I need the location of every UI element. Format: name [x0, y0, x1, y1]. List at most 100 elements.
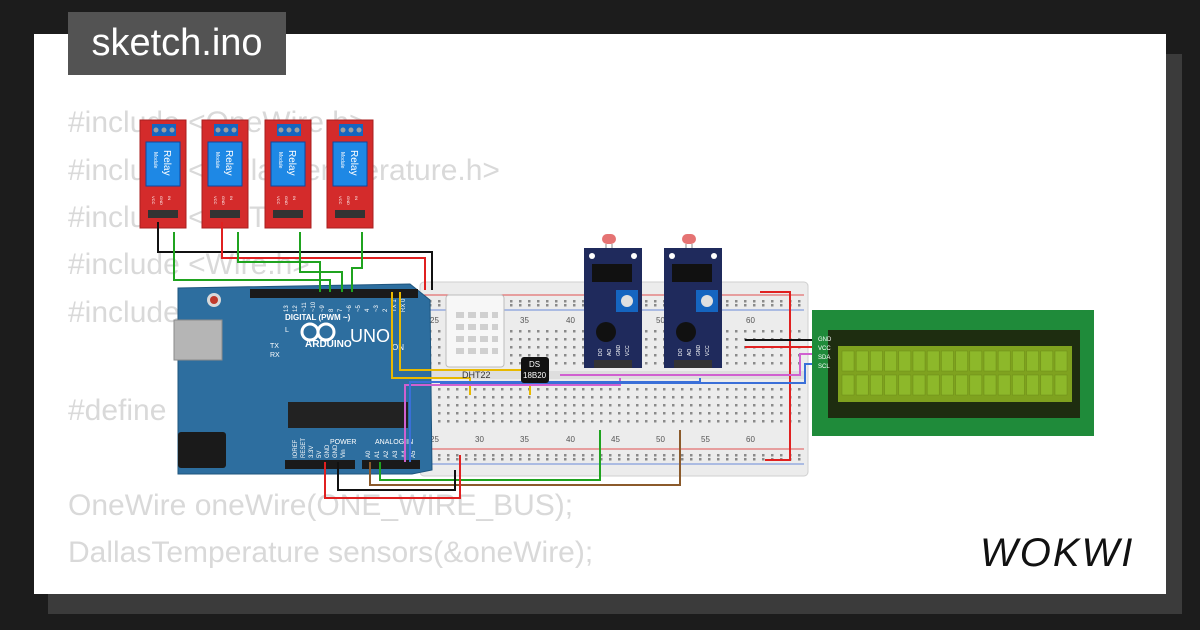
digital-pin-label: ~6 [347, 304, 353, 312]
relay-subtitle: Module [277, 152, 283, 169]
arduino-uno[interactable]: DIGITAL (PWM ~) ARDUINO UNO ON L TX RX P… [173, 283, 433, 475]
ldr-pin-label: AO [607, 349, 613, 356]
digital-pin-label: RX 0 [401, 298, 407, 312]
ldr-pin-label: DO [598, 348, 604, 356]
power-pin-label: 3.3V [309, 446, 315, 458]
power-pin-label: Vin [341, 449, 347, 458]
ldr-pin-label: VCC [625, 345, 631, 356]
wire-red [324, 455, 461, 499]
ldr-pin-label: DO [678, 348, 684, 356]
wire-green [237, 232, 321, 292]
digital-pin-label: ~11 [302, 302, 308, 312]
digital-pin-label: 7 [338, 308, 344, 312]
bb-col-bottom: 45 [611, 435, 620, 444]
l-label: L [285, 327, 289, 334]
arduino-logo [300, 322, 336, 342]
bb-col-bottom: 30 [475, 435, 484, 444]
bb-col-bottom: 55 [701, 435, 710, 444]
relay-subtitle: Module [214, 152, 220, 169]
wire-green [351, 232, 363, 292]
atmega-chip [288, 402, 408, 428]
relay-pin-label: VCC [276, 196, 281, 205]
file-tab[interactable]: sketch.ino [68, 12, 286, 75]
digital-pin-label: TX 1 [392, 299, 398, 312]
analog-pin-label: A5 [411, 450, 417, 458]
digital-pin-label: ~9 [320, 304, 326, 312]
relay-pin-label: IN [354, 196, 359, 200]
relay-title: Relay [161, 150, 172, 176]
power-pin-label: GND [333, 444, 339, 458]
digital-pin-label: 4 [365, 308, 371, 312]
wire-black [157, 222, 433, 290]
wire-black [337, 462, 456, 491]
relay-title: Relay [286, 150, 297, 176]
digital-header [250, 289, 418, 298]
ldr-pin-label: GND [616, 345, 622, 357]
bb-col-top: 50 [656, 316, 665, 325]
bb-col-bottom: 25 [430, 435, 439, 444]
bb-col-bottom: 60 [746, 435, 755, 444]
wire-red [221, 222, 426, 290]
wire-green [299, 232, 343, 292]
ds18b20-label: 18B20 [523, 371, 547, 380]
relay-title: Relay [223, 150, 234, 176]
code-line: #include <Wire.h> [68, 248, 310, 281]
digital-pin-label: ~10 [311, 301, 317, 312]
bb-col-bottom: 35 [520, 435, 529, 444]
power-header [285, 460, 355, 469]
lcd-pin-label: VCC [818, 346, 831, 352]
digital-pin-label: 12 [293, 305, 299, 312]
wire-blue [440, 363, 812, 384]
wokwi-logo: WOKWI [980, 531, 1134, 575]
bb-col-top: 40 [566, 316, 575, 325]
arduino-model: UNO [350, 326, 390, 346]
bb-col-top: 35 [520, 316, 529, 325]
lcd-display[interactable]: GND VCC SDA SCL [812, 310, 1094, 436]
dht22-sensor[interactable]: DHT22 [445, 294, 505, 380]
wire-yellow [391, 292, 471, 395]
relay-subtitle: Module [339, 152, 345, 169]
wire-green [379, 430, 601, 481]
code-line: OneWire oneWire(ONE_WIRE_BUS); [68, 489, 574, 522]
on-label: ON [392, 343, 404, 352]
relay-pin-label: VCC [213, 196, 218, 205]
ldr-pin-label: VCC [705, 345, 711, 356]
wokwi-logo-text: WOKWI [980, 531, 1134, 575]
ds18b20-sensor[interactable]: DS 18B20 [521, 357, 549, 383]
analog-header [362, 460, 420, 469]
digital-pin-label: 2 [383, 308, 389, 312]
digital-pin-label: 8 [329, 308, 335, 312]
digital-label: DIGITAL (PWM ~) [285, 313, 351, 322]
power-jack [178, 432, 226, 468]
lcd-pin-label: SCL [818, 364, 830, 370]
relay-subtitle: Module [152, 152, 158, 169]
relay-pin-label: IN [167, 196, 172, 200]
lcd-pin-label: SDA [818, 355, 830, 361]
analog-pin-label: A3 [393, 450, 399, 458]
code-line: #define [68, 394, 167, 427]
relay-pin-label: GND [221, 196, 226, 205]
relay-pin-label: GND [284, 196, 289, 205]
lcd-pin-label: GND [818, 337, 832, 343]
power-pin-label: 5V [317, 451, 323, 458]
relay-pin-label: VCC [338, 196, 343, 205]
relay-pin-label: IN [229, 196, 234, 200]
code-line: DallasTemperature sensors(&oneWire); [68, 536, 594, 569]
relay-pin-label: VCC [151, 196, 156, 205]
analog-pin-label: A2 [384, 450, 390, 458]
ldr-pin-label: AO [687, 349, 693, 356]
power-pin-label: RESET [301, 438, 307, 458]
usb-port [173, 319, 223, 361]
digital-pin-label: 13 [284, 305, 290, 312]
relay-pin-label: GND [346, 196, 351, 205]
tx-label: TX [270, 343, 279, 350]
power-pin-label: GND [325, 444, 331, 458]
digital-pin-label: ~3 [374, 304, 380, 312]
